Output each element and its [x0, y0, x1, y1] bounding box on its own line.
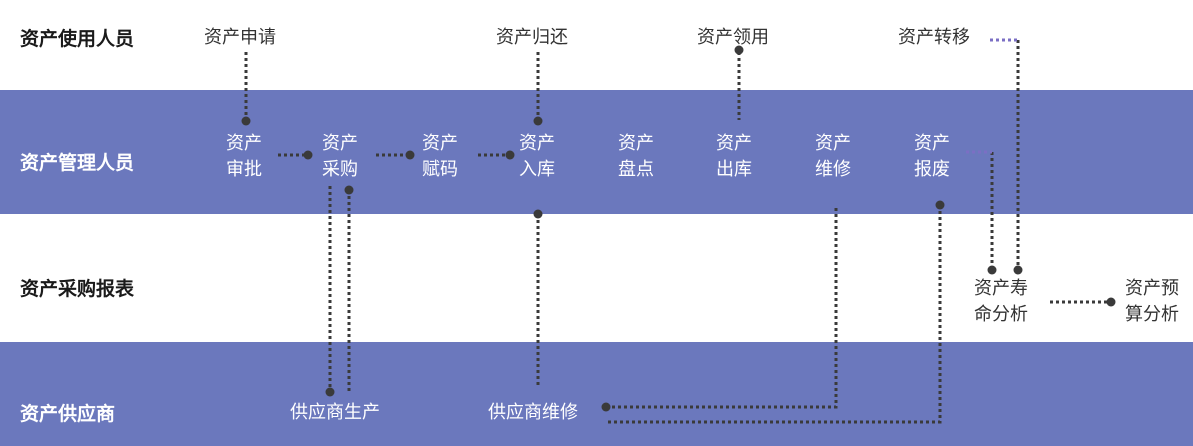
lane-report: [0, 214, 1193, 342]
connector-repair-supplier: [608, 208, 838, 409]
role-user: 资产使用人员: [20, 28, 135, 50]
dot-coding: [405, 150, 415, 160]
node-supplier-production: 供应商生产: [290, 402, 380, 423]
node-inventory: 资产盘点: [618, 133, 654, 180]
dot-purchase: [303, 150, 313, 160]
node-stock-in: 资产入库: [519, 133, 555, 180]
dot-life-b: [1013, 265, 1023, 275]
dot-stockin: [533, 116, 543, 126]
lane-supplier: [0, 342, 1193, 446]
node-transfer: 资产转移: [898, 27, 970, 48]
connector-scrap-supplier: [608, 205, 942, 424]
role-manager: 资产管理人员: [20, 152, 135, 174]
dot-production: [325, 387, 335, 397]
dot-approve: [241, 116, 251, 126]
node-coding: 资产赋码: [422, 133, 458, 180]
lane-manager: [0, 90, 1193, 214]
node-approve: 资产审批: [226, 133, 262, 180]
node-life-analysis: 资产寿命分析: [974, 278, 1028, 325]
node-stock-out: 资产出库: [716, 133, 752, 180]
dot-supplier-repair: [601, 402, 611, 412]
dot-stockin-bottom: [533, 209, 543, 219]
node-purchase: 资产采购: [322, 133, 358, 180]
dot-stockin-left: [505, 150, 515, 160]
dot-budget: [1106, 297, 1116, 307]
role-report: 资产采购报表: [20, 278, 135, 300]
node-repair: 资产维修: [815, 133, 851, 180]
node-supplier-repair: 供应商维修: [488, 402, 578, 423]
node-scrap: 资产报废: [914, 133, 950, 180]
node-apply: 资产申请: [204, 27, 276, 48]
lane-user: [0, 0, 1193, 90]
node-receive: 资产领用: [697, 27, 769, 48]
node-return: 资产归还: [496, 27, 568, 48]
role-supplier: 资产供应商: [20, 403, 116, 425]
dot-receive: [734, 45, 744, 55]
dot-purchase-bottom: [344, 185, 354, 195]
dot-life-a: [987, 265, 997, 275]
dot-scrap-bottom: [935, 200, 945, 210]
node-budget-analysis: 资产预算分析: [1125, 278, 1179, 325]
